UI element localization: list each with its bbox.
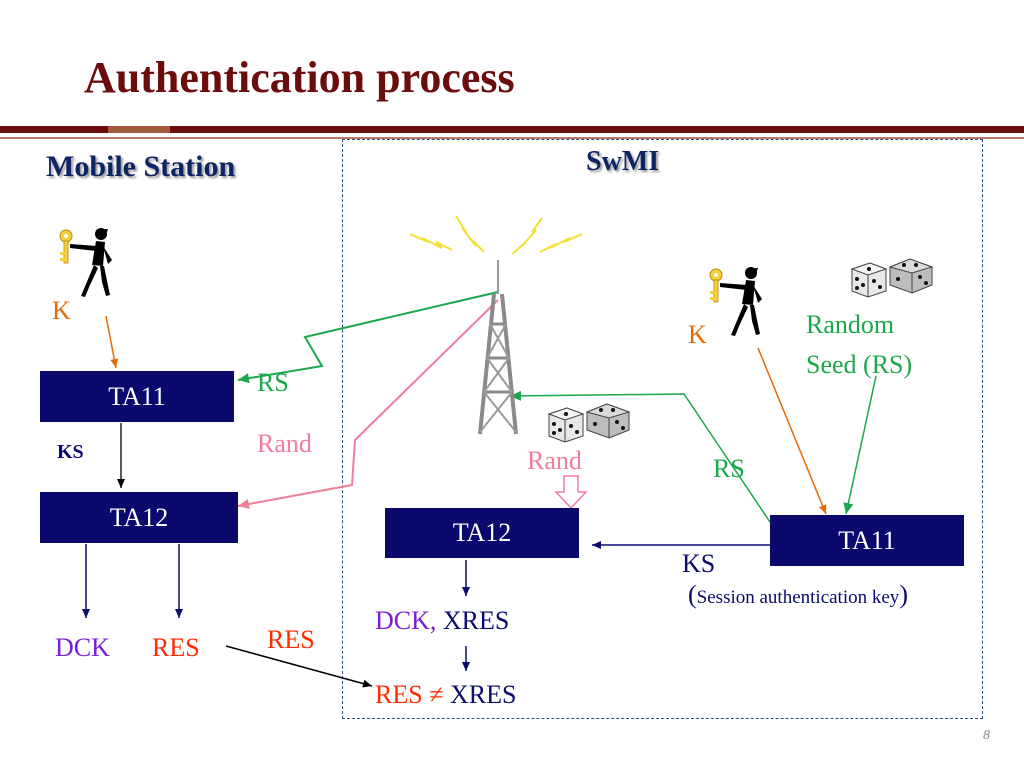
rs-radio-link (237, 291, 499, 384)
swmi-ta11-box: TA11 (770, 515, 964, 566)
title-divider-accent (108, 126, 170, 133)
swmi-region (342, 139, 983, 719)
rand-link-label: Rand (257, 429, 312, 458)
swmi-heading: SwMI (586, 146, 660, 177)
random-seed-label-line1: Random (806, 310, 895, 339)
ms-ta11-box: TA11 (40, 371, 234, 422)
swmi-xres-label: XRES (442, 606, 510, 635)
swmi-key-label: K (688, 320, 707, 349)
compare-xres-label: XRES (449, 680, 517, 709)
radio-tower-icon (406, 212, 586, 442)
swmi-k-to-ta11-arrow (757, 347, 827, 515)
session-key-caption: (Session authentication key) (688, 580, 908, 610)
person-with-key-icon (50, 222, 120, 307)
session-key-text: Session authentication key (696, 587, 900, 608)
slide-title: Authentication process (84, 53, 515, 102)
ms-key-label: K (52, 296, 71, 325)
swmi-rs-label: RS (713, 454, 745, 483)
swmi-rs-to-tower-arrow (509, 390, 771, 523)
compare-res-label: RES (375, 680, 423, 709)
res-xres-comparison: RES ≠ XRES (375, 680, 516, 710)
rand-radio-link (237, 299, 499, 509)
swmi-dck-xres: DCK, XRES (375, 606, 509, 636)
ms-res-label: RES (152, 633, 200, 662)
ms-ta12-box: TA12 (40, 492, 238, 543)
res-to-compare-arrow (225, 645, 373, 688)
rand-block-arrow-icon (554, 475, 588, 510)
dice-icon (545, 400, 635, 450)
ms-ks-label: KS (57, 441, 84, 463)
not-equal-symbol: ≠ (429, 680, 444, 709)
swmi-rand-label: Rand (527, 446, 582, 475)
mobile-station-heading: Mobile Station (46, 150, 236, 183)
ms-dck-label: DCK (55, 633, 110, 662)
res-link-label: RES (267, 625, 315, 654)
swmi-dck-label: DCK, (375, 606, 437, 635)
person-with-key-icon (700, 261, 770, 346)
title-divider (0, 126, 1024, 133)
session-key-open-paren: ( (688, 580, 697, 609)
session-key-close-paren: ) (899, 580, 908, 609)
rs-link-label: RS (257, 368, 289, 397)
ms-k-to-ta11-arrow (105, 315, 119, 369)
title-divider-thin (0, 137, 1024, 139)
random-seed-label-line2: Seed (RS) (806, 350, 913, 379)
swmi-ks-label: KS (682, 549, 716, 578)
random-seed-to-ta11-arrow (843, 375, 877, 515)
page-number: 8 (983, 728, 990, 743)
dice-icon (848, 255, 938, 305)
swmi-ta12-box: TA12 (385, 508, 579, 558)
